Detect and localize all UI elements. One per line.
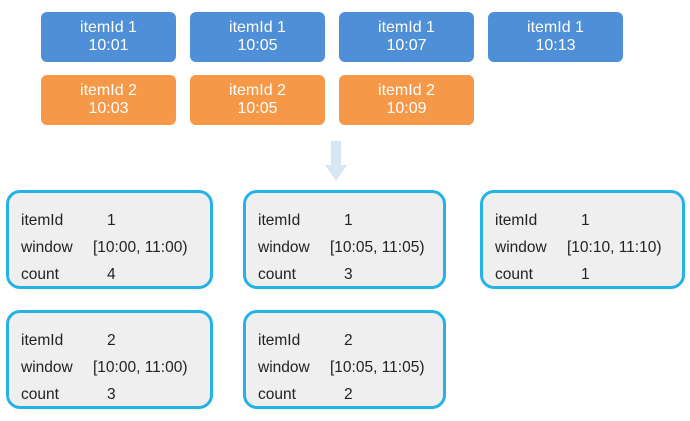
item-label: itemId: [495, 211, 538, 229]
count-label: count: [21, 385, 59, 403]
event-box: itemId 1 10:05: [190, 12, 325, 62]
item-value: 1: [344, 211, 353, 229]
item-value: 1: [581, 211, 590, 229]
count-label: count: [258, 265, 296, 283]
item-label: itemId: [21, 331, 64, 349]
event-item: itemId 1: [527, 19, 584, 36]
window-label: window: [258, 238, 310, 256]
event-time: 10:05: [237, 37, 278, 54]
event-box: itemId 2 10:05: [190, 75, 325, 125]
window-label: window: [21, 238, 73, 256]
count-label: count: [258, 385, 296, 403]
event-time: 10:09: [386, 100, 427, 117]
event-time: 10:03: [88, 100, 129, 117]
event-item: itemId 1: [229, 19, 286, 36]
result-card: itemId 1 window [10:10, 11:10) count 1: [480, 190, 685, 289]
event-box: itemId 1 10:13: [488, 12, 623, 62]
item-label: itemId: [21, 211, 64, 229]
window-label: window: [495, 238, 547, 256]
event-box: itemId 1 10:07: [339, 12, 474, 62]
count-value: 2: [344, 385, 353, 403]
count-value: 1: [581, 265, 590, 283]
count-value: 3: [344, 265, 353, 283]
item-label: itemId: [258, 331, 301, 349]
item-label: itemId: [258, 211, 301, 229]
event-item: itemId 2: [378, 82, 435, 99]
event-box: itemId 1 10:01: [41, 12, 176, 62]
window-value: [10:00, 11:00): [93, 358, 188, 376]
window-label: window: [258, 358, 310, 376]
count-value: 3: [107, 385, 116, 403]
event-time: 10:05: [237, 100, 278, 117]
event-time: 10:13: [535, 37, 576, 54]
window-value: [10:05, 11:05): [330, 358, 425, 376]
event-box: itemId 2 10:03: [41, 75, 176, 125]
window-value: [10:00, 11:00): [93, 238, 188, 256]
result-card: itemId 2 window [10:00, 11:00) count 3: [6, 310, 213, 409]
event-time: 10:07: [386, 37, 427, 54]
down-arrow-icon: [325, 141, 347, 181]
window-value: [10:05, 11:05): [330, 238, 425, 256]
window-label: window: [21, 358, 73, 376]
count-value: 4: [107, 265, 116, 283]
result-card: itemId 2 window [10:05, 11:05) count 2: [243, 310, 446, 409]
result-card: itemId 1 window [10:00, 11:00) count 4: [6, 190, 213, 289]
event-item: itemId 1: [378, 19, 435, 36]
event-box: itemId 2 10:09: [339, 75, 474, 125]
event-item: itemId 2: [80, 82, 137, 99]
item-value: 1: [107, 211, 116, 229]
event-item: itemId 2: [229, 82, 286, 99]
event-time: 10:01: [88, 37, 129, 54]
item-value: 2: [107, 331, 116, 349]
result-card: itemId 1 window [10:05, 11:05) count 3: [243, 190, 446, 289]
item-value: 2: [344, 331, 353, 349]
count-label: count: [21, 265, 59, 283]
window-value: [10:10, 11:10): [567, 238, 662, 256]
event-item: itemId 1: [80, 19, 137, 36]
count-label: count: [495, 265, 533, 283]
